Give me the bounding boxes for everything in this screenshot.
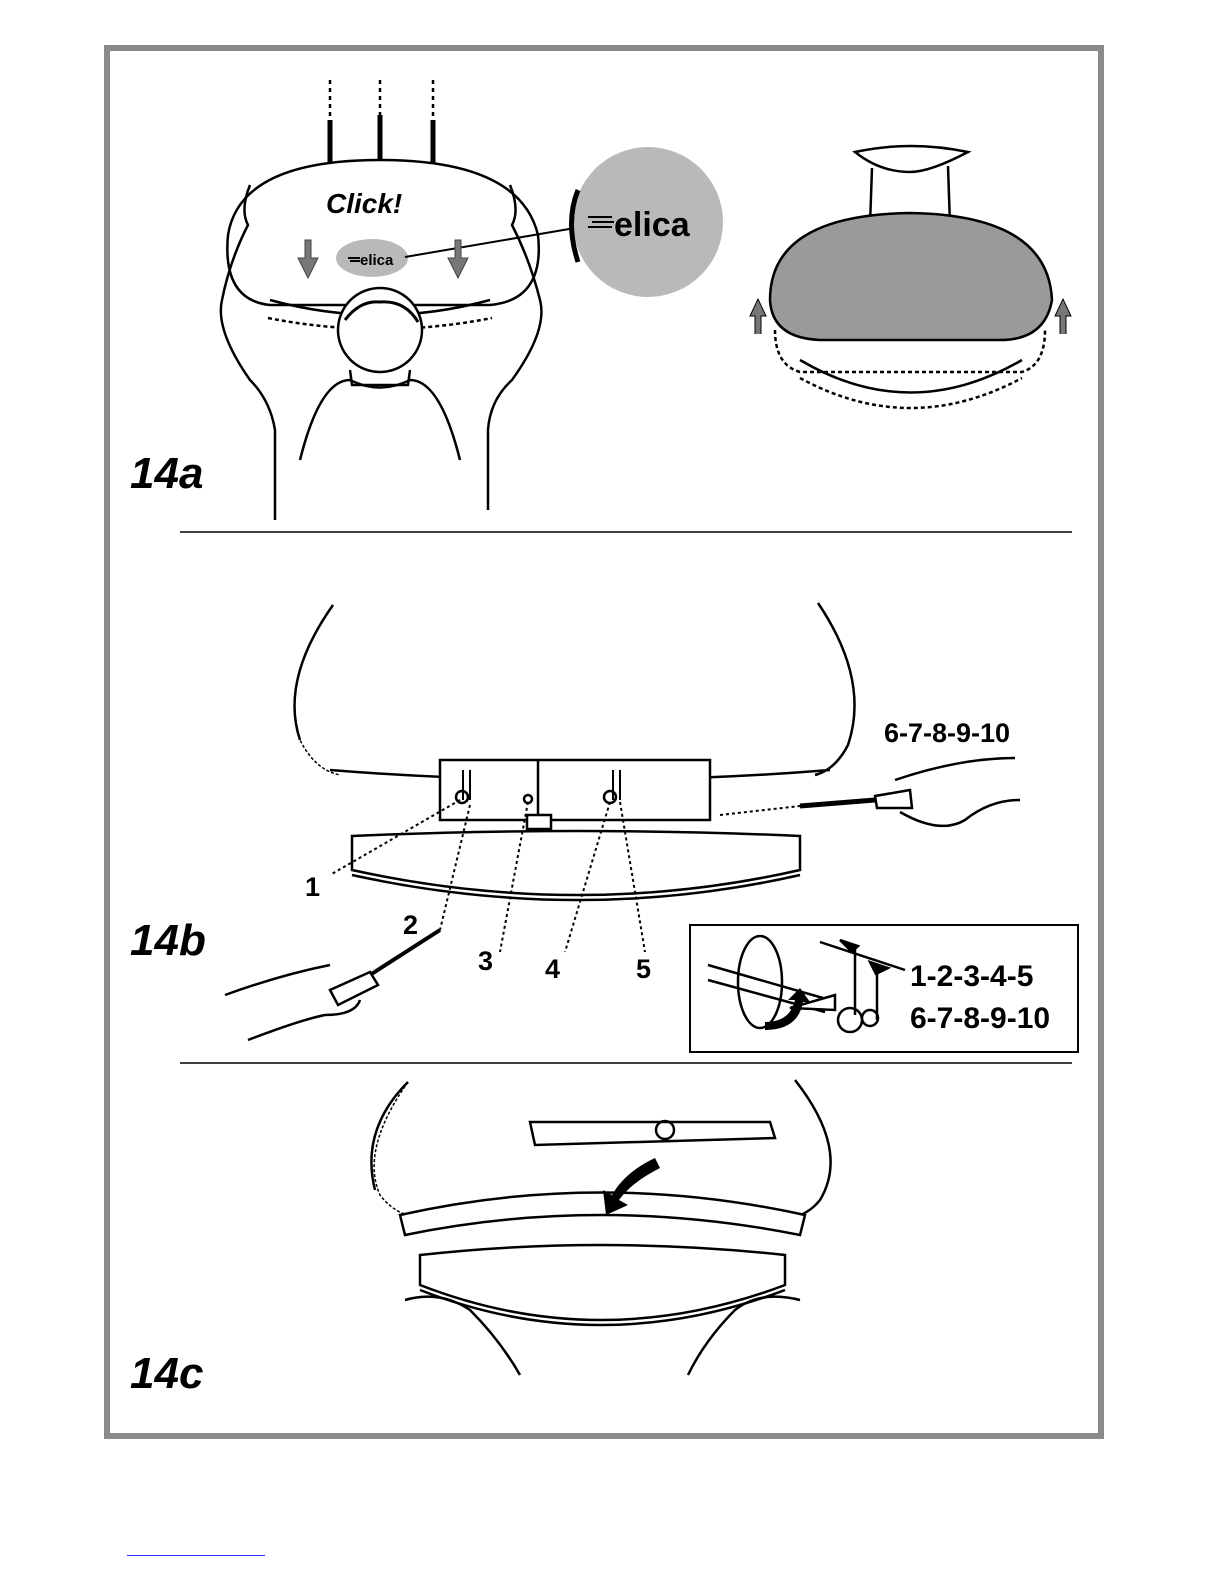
screwdriver-left xyxy=(225,930,440,1040)
callout-5: 5 xyxy=(636,954,651,984)
figure-label-14a: 14a xyxy=(130,449,203,498)
figure-label-14c: 14c xyxy=(130,1349,203,1398)
hood-raised-illustration xyxy=(750,146,1071,408)
click-text: Click! xyxy=(326,188,402,219)
inset-label-line2: 6-7-8-9-10 xyxy=(910,1002,1050,1035)
callout-3: 3 xyxy=(478,946,493,976)
figure-14b xyxy=(295,603,855,900)
callout-4: 4 xyxy=(545,954,560,984)
screws-label-right: 6-7-8-9-10 xyxy=(884,718,1010,748)
figure-label-14b: 14b xyxy=(130,916,206,965)
inset-label-line1: 1-2-3-4-5 xyxy=(910,960,1033,993)
brand-logo-large: elica xyxy=(614,206,691,244)
callout-1: 1 xyxy=(305,872,320,902)
brand-logo-small: elica xyxy=(360,252,394,269)
footer-link-underline[interactable] xyxy=(127,1555,265,1556)
figure-14a xyxy=(221,80,575,520)
figure-14c xyxy=(371,1080,830,1375)
screwdriver-right xyxy=(800,758,1020,826)
callout-2: 2 xyxy=(403,910,418,940)
